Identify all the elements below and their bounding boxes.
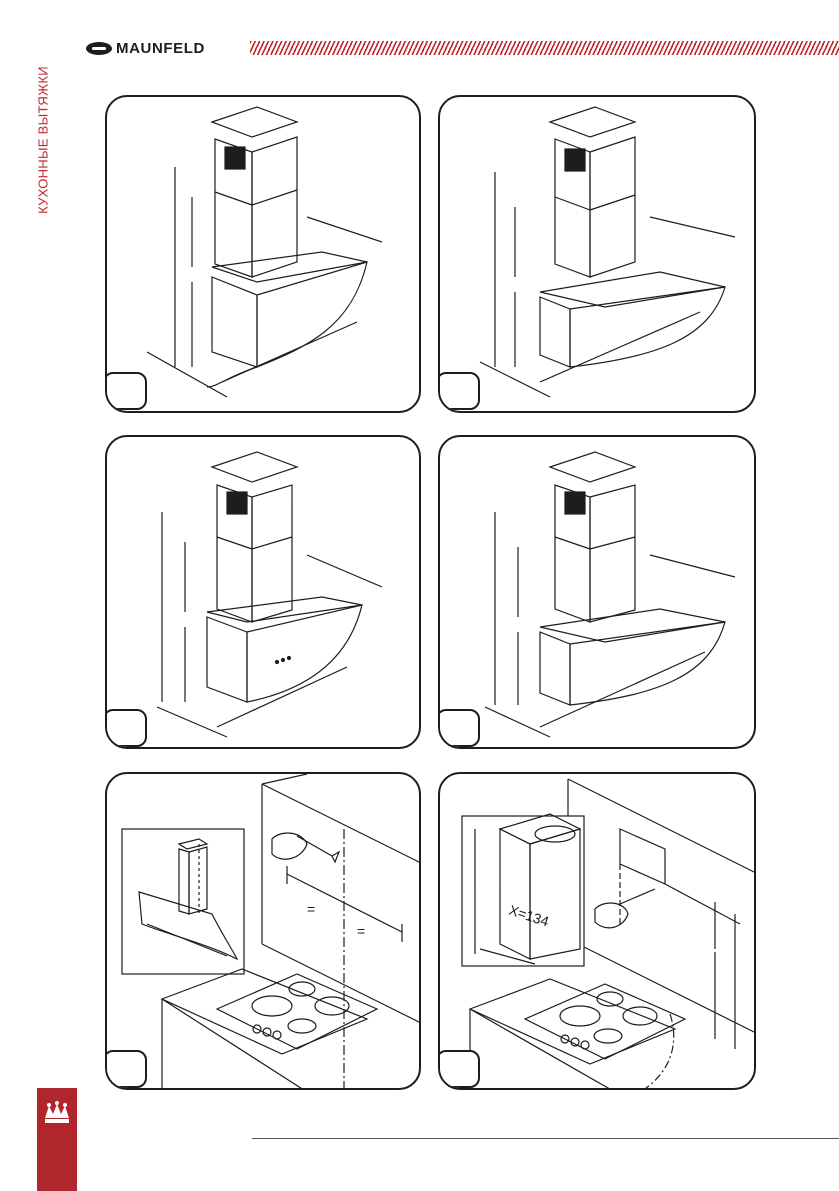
hood-drawing-4	[440, 437, 756, 749]
figure-panel-1	[105, 95, 421, 413]
wall-marking-drawing: = =	[107, 774, 421, 1090]
step-marker-3	[105, 709, 147, 747]
equal-mark-right: =	[357, 923, 365, 939]
side-title-text: КУХОННЫЕ ВЫТЯЖКИ	[36, 66, 51, 214]
figure-panel-4	[438, 435, 756, 749]
step-marker-4	[438, 709, 480, 747]
header-hatch-band	[250, 41, 839, 55]
hood-drawing-2	[440, 97, 756, 413]
hood-drawing-3	[107, 437, 421, 749]
brand-name: MAUNFELD	[116, 40, 205, 57]
crown-logo-icon	[37, 1096, 77, 1136]
brand-mark-icon	[86, 42, 112, 55]
figure-panel-5: = =	[105, 772, 421, 1090]
hood-drawing-1	[107, 97, 421, 413]
footer-rule	[252, 1138, 839, 1139]
step-marker-1	[105, 372, 147, 410]
bracket-marking-drawing: X=134	[440, 774, 756, 1090]
figure-panel-3	[105, 435, 421, 749]
side-title: КУХОННЫЕ ВЫТЯЖКИ	[28, 40, 58, 240]
step-marker-5	[105, 1050, 147, 1088]
figure-panel-6: X=134	[438, 772, 756, 1090]
step-marker-6	[438, 1050, 480, 1088]
step-marker-2	[438, 372, 480, 410]
equal-mark-left: =	[307, 901, 315, 917]
brand-logo: MAUNFELD	[86, 38, 205, 58]
footer-red-tab	[37, 1088, 77, 1191]
figure-panel-2	[438, 95, 756, 413]
